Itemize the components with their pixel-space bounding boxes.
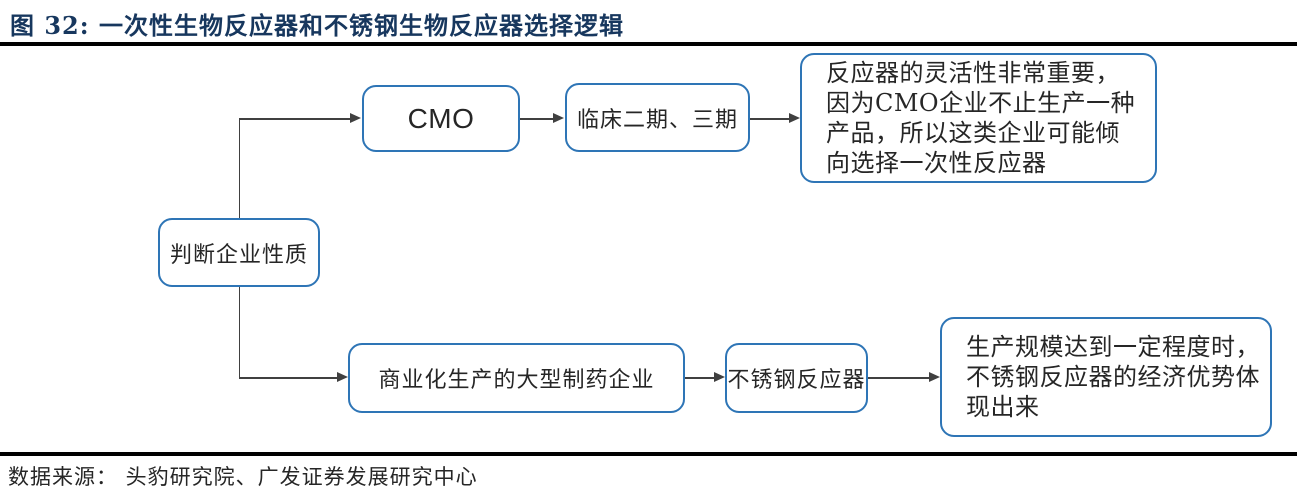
connector-pharma-to-steel — [685, 377, 715, 379]
arrowhead-to-steel-rationale-icon — [929, 372, 940, 383]
connector-root-to-cmo — [238, 118, 351, 120]
node-cmo-rationale: 反应器的灵活性非常重要， 因为CMO企业不止生产一种 产品，所以这类企业可能倾 … — [800, 53, 1157, 183]
connector-clinical-to-rationale — [750, 118, 790, 120]
arrowhead-to-cmo-rationale-icon — [789, 113, 800, 124]
connector-root-down-vertical — [238, 287, 241, 378]
title-divider — [0, 42, 1297, 46]
node-steel-rationale: 生产规模达到一定程度时， 不锈钢反应器的经济优势体 现出来 — [940, 317, 1272, 437]
arrowhead-to-steel-icon — [714, 372, 725, 383]
figure-title: 图 32: 一次性生物反应器和不锈钢生物反应器选择逻辑 — [10, 11, 624, 40]
connector-cmo-to-clinical — [520, 118, 554, 120]
node-clinical-phase: 临床二期、三期 — [565, 83, 750, 152]
arrowhead-to-pharma-icon — [337, 372, 348, 383]
node-stainless-steel-reactor: 不锈钢反应器 — [725, 343, 868, 413]
source-divider — [0, 452, 1297, 456]
node-commercial-pharma: 商业化生产的大型制药企业 — [348, 343, 685, 413]
data-source-caption: 数据来源： 头豹研究院、广发证券发展研究中心 — [8, 465, 478, 489]
connector-root-to-pharma — [238, 377, 338, 379]
arrowhead-to-cmo-icon — [350, 113, 361, 124]
connector-steel-to-rationale — [868, 377, 929, 379]
arrowhead-to-clinical-icon — [553, 113, 564, 124]
connector-root-up-vertical — [238, 118, 241, 218]
node-judge-enterprise-nature: 判断企业性质 — [158, 218, 320, 287]
node-cmo: CMO — [362, 85, 520, 152]
